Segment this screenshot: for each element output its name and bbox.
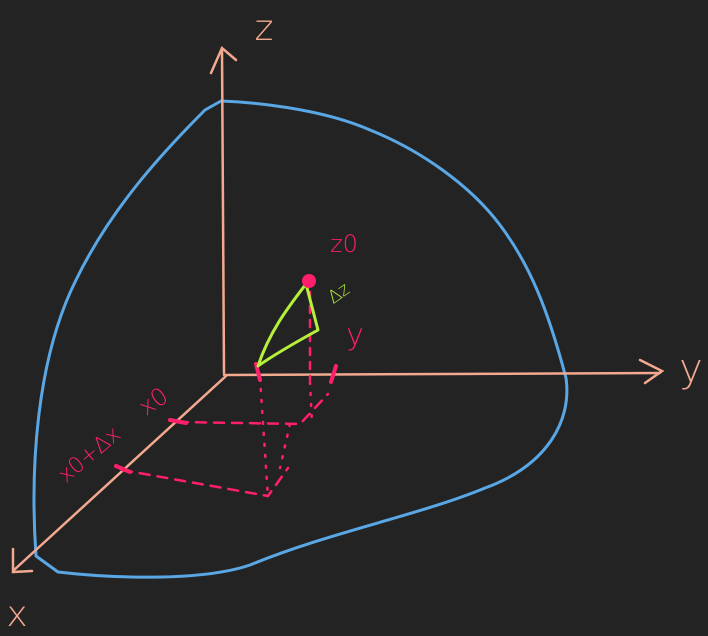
- z0-point: [302, 274, 316, 288]
- delta-z-triangle: [256, 282, 320, 368]
- y-axis-line: [222, 371, 662, 377]
- delta-z-label: Δz: [324, 279, 354, 309]
- y-point-label: y: [346, 318, 364, 353]
- z-axis-line: [220, 48, 226, 375]
- z-axis-arrowhead: [209, 45, 238, 75]
- tick-y-2: [329, 364, 338, 384]
- dotted-drop-3: [278, 422, 292, 470]
- x0-label: x0: [133, 382, 173, 422]
- surface-outline: [32, 99, 569, 579]
- z-axis-label: z: [255, 8, 274, 49]
- dotted-drop-2: [308, 380, 314, 426]
- z0-label: z0: [330, 230, 358, 258]
- construction-lines: [114, 290, 338, 500]
- tick-x0: [168, 418, 188, 425]
- x-axis-label: x: [6, 594, 27, 635]
- y-axis-label: y: [679, 346, 703, 392]
- dashed-line-x0: [176, 392, 330, 426]
- axes: [11, 45, 665, 574]
- dashed-line-x0-dx: [120, 466, 290, 498]
- x-axis-line: [12, 374, 228, 572]
- dotted-drop-1: [258, 376, 270, 500]
- tick-x0-dx: [114, 464, 132, 474]
- y-axis-arrowhead: [638, 358, 665, 385]
- x-axis-arrowhead: [11, 547, 34, 574]
